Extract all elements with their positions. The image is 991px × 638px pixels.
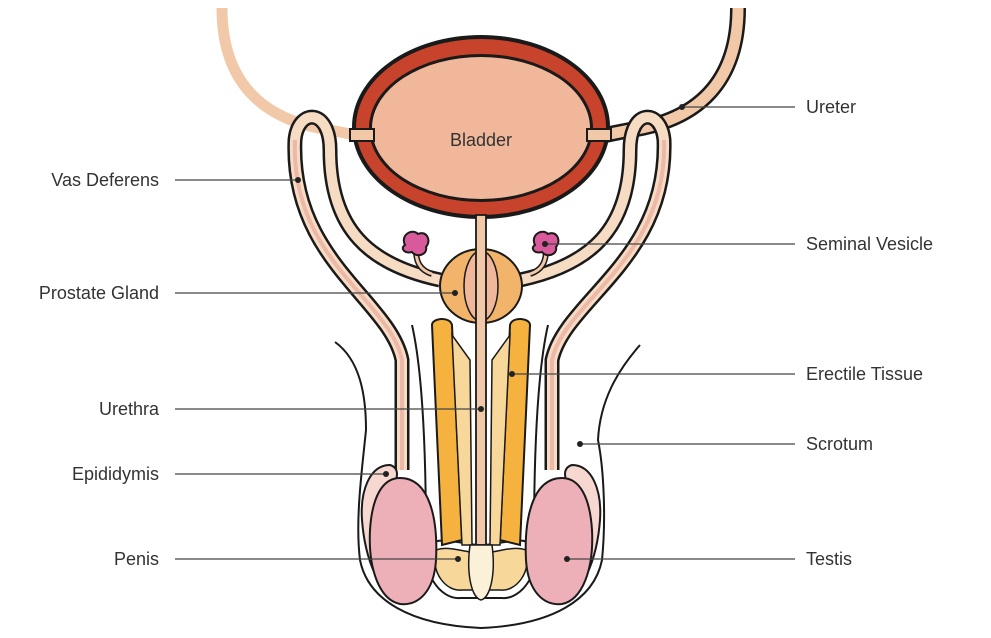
testis-left: [370, 478, 437, 604]
erectile-tissue-right: [490, 319, 530, 545]
leader-testis: [564, 556, 795, 562]
bladder-label: Bladder: [450, 130, 512, 150]
seminal-vesicle-label: Seminal Vesicle: [806, 234, 933, 254]
testis-right: [526, 478, 593, 604]
leader-prostate-gland: [175, 290, 458, 296]
erectile-tissue-label: Erectile Tissue: [806, 364, 923, 384]
scrotum-label: Scrotum: [806, 434, 873, 454]
prostate-gland-label: Prostate Gland: [39, 283, 159, 303]
ureter-right: [605, 8, 738, 135]
vas-deferens-label: Vas Deferens: [51, 170, 159, 190]
urethra-label: Urethra: [99, 399, 159, 419]
epididymis-label: Epididymis: [72, 464, 159, 484]
ureter-label: Ureter: [806, 97, 856, 117]
testis-label: Testis: [806, 549, 852, 569]
ureter-left: [222, 8, 355, 135]
leader-seminal-vesicle: [542, 241, 795, 247]
leader-vas-deferens: [175, 177, 301, 183]
erectile-tissue-left: [432, 319, 472, 545]
leader-scrotum: [577, 441, 795, 447]
bladder: Bladder: [352, 35, 610, 219]
penis-label: Penis: [114, 549, 159, 569]
leader-epididymis: [175, 471, 389, 477]
